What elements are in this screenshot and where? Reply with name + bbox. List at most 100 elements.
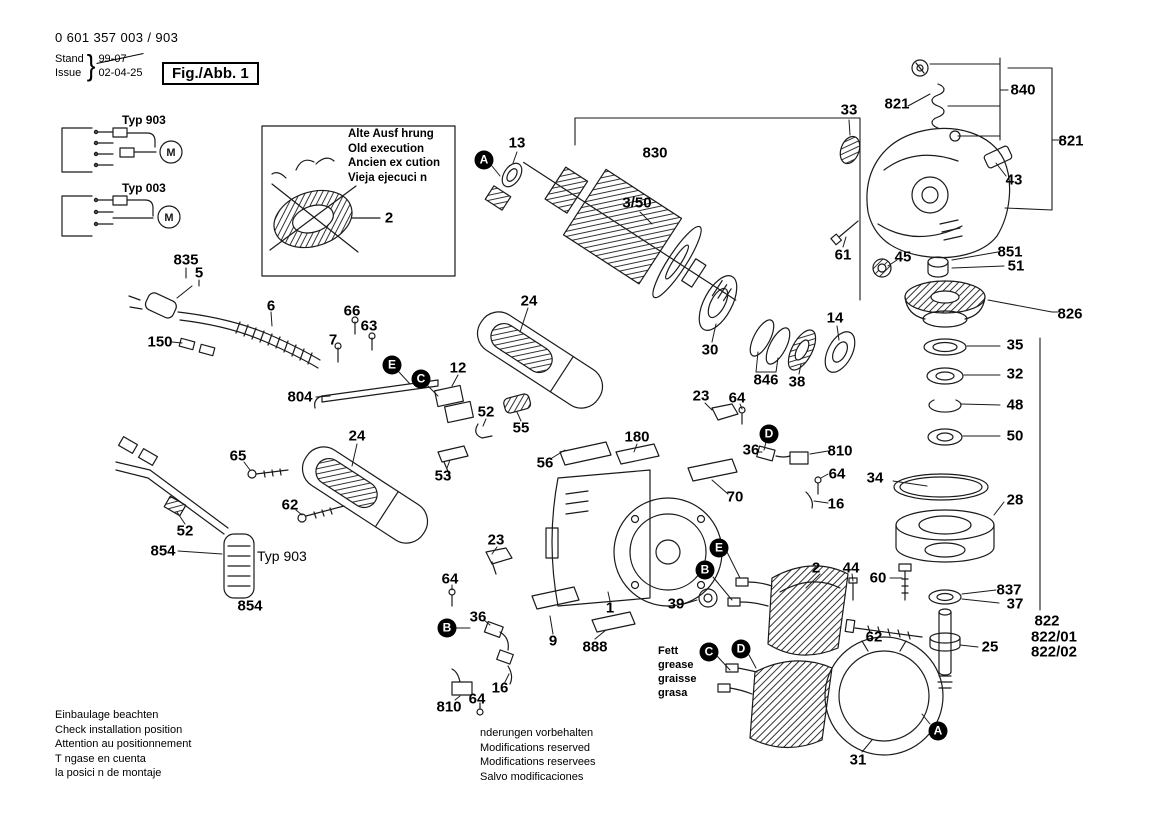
- part-callout-52: 52: [176, 522, 194, 540]
- part-callout-835: 835: [173, 251, 199, 269]
- part-callout-66: 66: [343, 302, 361, 320]
- part-callout-64: 64: [728, 389, 746, 407]
- part-callout-25: 25: [981, 638, 999, 656]
- part-callout-16: 16: [827, 495, 845, 513]
- bearing-flange-ring: [824, 636, 944, 756]
- part-callout-62: 62: [281, 496, 299, 514]
- auxiliary-handle: [115, 436, 345, 599]
- switch-parts: [314, 316, 532, 439]
- part-callout-12: 12: [449, 359, 467, 377]
- terminal-parts-right: [711, 403, 822, 509]
- part-callout-854: 854: [237, 597, 263, 615]
- part-callout-35: 35: [1006, 336, 1024, 354]
- part-callout-38: 38: [788, 373, 806, 391]
- part-number: 0 601 357 003 / 903: [55, 30, 179, 45]
- part-callout-2: 2: [811, 559, 821, 577]
- stand-label: Stand: [55, 52, 84, 65]
- part-callout-804: 804: [287, 388, 313, 406]
- assembly-marker-D: D: [759, 424, 779, 444]
- part-callout-810: 810: [436, 698, 462, 716]
- part-callout-822-02: 822/02: [1031, 643, 1077, 661]
- typ-903-annotation: Typ 903: [257, 548, 307, 564]
- power-cord: [128, 267, 321, 369]
- assembly-marker-B: B: [437, 618, 457, 638]
- part-callout-5: 5: [194, 264, 204, 282]
- motor-symbol: M: [164, 212, 173, 224]
- assembly-marker-B: B: [695, 560, 715, 580]
- part-callout-14: 14: [826, 309, 844, 327]
- typ-903-label: Typ 903: [122, 113, 166, 127]
- part-callout-64: 64: [828, 465, 846, 483]
- field-coils: [717, 565, 849, 749]
- part-callout-9: 9: [548, 632, 558, 650]
- part-callout-33: 33: [840, 101, 858, 119]
- part-callout-61: 61: [834, 246, 852, 264]
- part-callout-48: 48: [1006, 396, 1024, 414]
- part-callout-28: 28: [1006, 491, 1024, 509]
- assembly-marker-A: A: [474, 150, 494, 170]
- armature-assembly: [484, 117, 861, 373]
- part-callout-53: 53: [434, 467, 452, 485]
- part-callout-2: 2: [384, 209, 394, 227]
- wiring-schematic-003: M: [61, 195, 181, 237]
- part-callout-821: 821: [884, 95, 910, 113]
- part-callout-34: 34: [866, 469, 884, 487]
- motor-symbol: M: [166, 147, 175, 159]
- part-callout-45: 45: [894, 248, 912, 266]
- modifications-note: nderungen vorbehalten Modifications rese…: [480, 727, 596, 783]
- spindle-bearing-stack: [844, 280, 1041, 689]
- side-handles: [301, 311, 604, 544]
- nameplate-stickers: [531, 441, 738, 633]
- grease-note: Fett grease graisse grasa: [658, 645, 697, 699]
- assembly-marker-C: C: [699, 642, 719, 662]
- part-callout-52: 52: [477, 403, 495, 421]
- old-execution-box: [261, 125, 456, 277]
- part-callout-55: 55: [512, 419, 530, 437]
- part-callout-821: 821: [1058, 132, 1084, 150]
- part-callout-23: 23: [487, 531, 505, 549]
- part-callout-7: 7: [328, 331, 338, 349]
- part-callout-13: 13: [508, 134, 526, 152]
- small-electrical-parts: [448, 547, 514, 716]
- part-callout-31: 31: [849, 751, 867, 769]
- part-callout-24: 24: [348, 427, 366, 445]
- part-callout-1: 1: [605, 599, 615, 617]
- part-callout-826: 826: [1057, 305, 1083, 323]
- superseded-date: 99-07: [98, 52, 142, 66]
- part-callout-64: 64: [468, 690, 486, 708]
- part-callout-62: 62: [865, 628, 883, 646]
- part-callout-180: 180: [624, 428, 650, 446]
- part-callout-44: 44: [842, 559, 860, 577]
- part-callout-43: 43: [1005, 171, 1023, 189]
- part-callout-846: 846: [753, 371, 779, 389]
- part-callout-150: 150: [147, 333, 173, 351]
- part-callout-837: 837: [996, 581, 1022, 599]
- wiring-schematic-903: M: [61, 127, 183, 173]
- typ-003-label: Typ 003: [122, 181, 166, 195]
- old-execution-note: Alte Ausf hrung Old execution Ancien ex …: [348, 128, 441, 184]
- gear-head-housing: [830, 57, 1061, 278]
- part-callout-37: 37: [1006, 595, 1024, 613]
- part-callout-822: 822: [1034, 612, 1060, 630]
- part-callout-32: 32: [1006, 365, 1024, 383]
- assembly-marker-E: E: [709, 538, 729, 558]
- part-callout-830: 830: [642, 144, 668, 162]
- part-callout-854: 854: [150, 542, 176, 560]
- part-callout-51: 51: [1007, 257, 1025, 275]
- part-callout-810: 810: [827, 442, 853, 460]
- part-callout-65: 65: [229, 447, 247, 465]
- figure-label: Fig./Abb. 1: [162, 62, 259, 85]
- part-callout-60: 60: [869, 569, 887, 587]
- part-callout-23: 23: [692, 387, 710, 405]
- part-callout-3-50: 3/50: [622, 194, 652, 212]
- part-callout-36: 36: [742, 441, 760, 459]
- part-callout-70: 70: [726, 488, 744, 506]
- part-callout-63: 63: [360, 317, 378, 335]
- assembly-marker-D: D: [731, 639, 751, 659]
- part-callout-64: 64: [441, 570, 459, 588]
- part-callout-6: 6: [266, 297, 276, 315]
- current-date: 02-04-25: [98, 66, 143, 79]
